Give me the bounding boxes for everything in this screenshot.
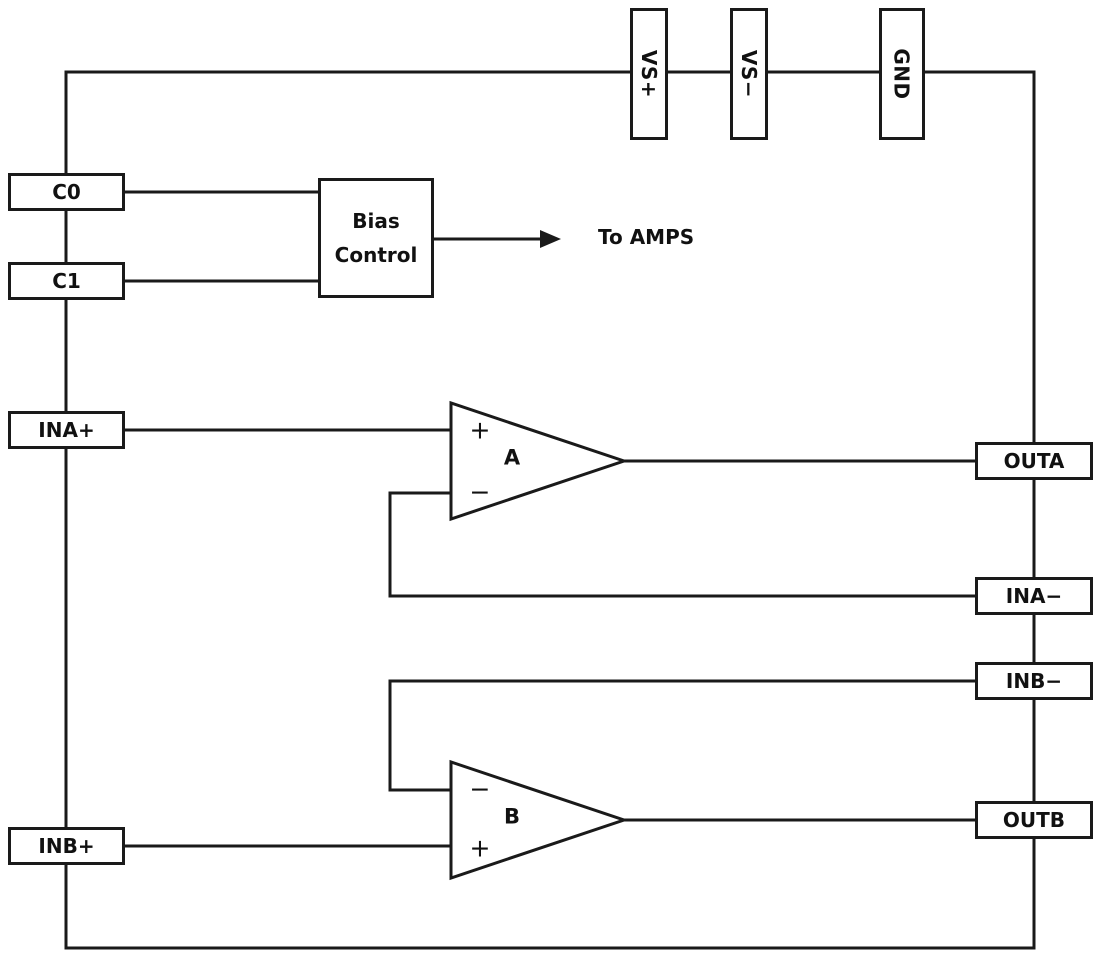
- pin-outb: OUTB: [975, 801, 1093, 839]
- pin-c0: C0: [8, 173, 125, 211]
- pin-vs-minus-label: VS−: [737, 49, 762, 99]
- pin-c1-label: C1: [52, 269, 81, 293]
- op-amp-b-triangle: [449, 759, 629, 881]
- pin-ina-plus-label: INA+: [38, 418, 95, 442]
- wire-inb-minus-feedback: [388, 679, 976, 792]
- wire-ina-minus-feedback: [388, 491, 976, 598]
- pin-ina-minus-label: INA−: [1005, 584, 1063, 608]
- pin-vs-plus: VS+: [630, 8, 668, 140]
- amp-a-plus-input-label: +: [469, 415, 491, 445]
- amp-b-plus-input-label: +: [469, 833, 491, 863]
- pin-inb-plus-label: INB+: [38, 834, 95, 858]
- pin-gnd: GND: [879, 8, 925, 140]
- pin-vs-plus-label: VS+: [637, 49, 662, 99]
- bias-control-block: Bias Control: [318, 178, 434, 298]
- pin-c0-label: C0: [52, 180, 81, 204]
- amp-b-minus-input-label: −: [469, 774, 491, 804]
- bias-control-label: Bias Control: [334, 209, 418, 267]
- pin-c1: C1: [8, 262, 125, 300]
- amp-a-minus-input-label: −: [469, 477, 491, 507]
- to-amps-label: To AMPS: [598, 225, 695, 249]
- pin-ina-plus: INA+: [8, 411, 125, 449]
- op-amp-a-triangle: [449, 400, 629, 522]
- amp-b-name-label: B: [503, 804, 521, 829]
- pin-outa: OUTA: [975, 442, 1093, 480]
- pin-inb-minus-label: INB−: [1005, 669, 1063, 693]
- pin-vs-minus: VS−: [730, 8, 768, 140]
- pin-outb-label: OUTB: [1002, 808, 1066, 832]
- pin-outa-label: OUTA: [1003, 449, 1065, 473]
- pin-inb-minus: INB−: [975, 662, 1093, 700]
- amp-a-name-label: A: [503, 445, 521, 470]
- arrowhead-icon: [540, 230, 561, 248]
- pin-ina-minus: INA−: [975, 577, 1093, 615]
- pin-inb-plus: INB+: [8, 827, 125, 865]
- chip-outline: [64, 70, 1036, 950]
- pin-gnd-label: GND: [890, 48, 915, 100]
